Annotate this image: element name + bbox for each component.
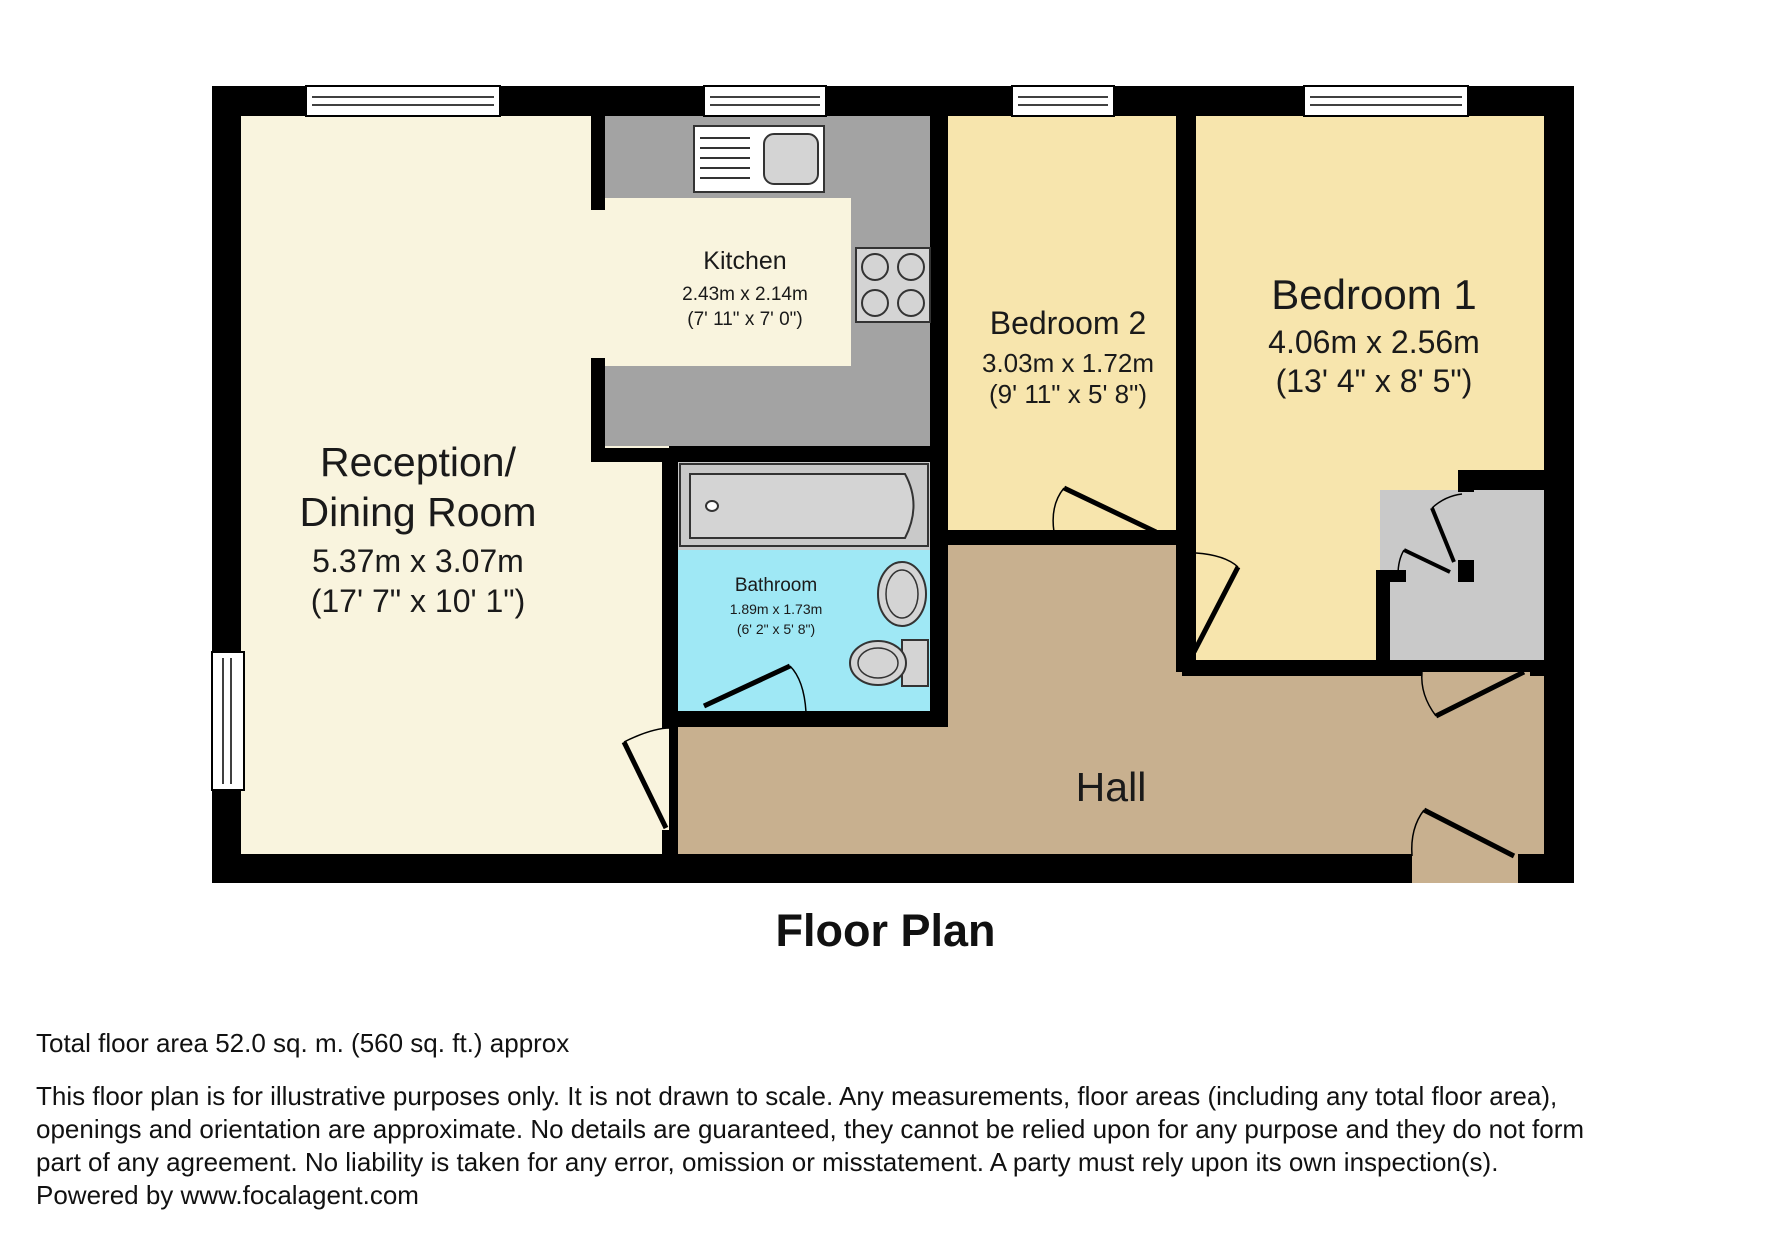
wall-kitchen-left-low bbox=[591, 358, 605, 462]
window-reception-top bbox=[305, 85, 501, 117]
wall-bath-bottom-b bbox=[808, 711, 948, 727]
toilet-icon bbox=[849, 639, 929, 687]
kitchen-metric: 2.43m x 2.14m bbox=[682, 284, 808, 305]
hall-name: Hall bbox=[1076, 764, 1147, 810]
wall-bed-divider bbox=[1176, 116, 1196, 544]
wall-bath-bottom-a bbox=[662, 711, 702, 727]
kitchen-name: Kitchen bbox=[703, 247, 786, 275]
wall-cupboard-inner bbox=[1458, 560, 1474, 582]
total-floor-area: Total floor area 52.0 sq. m. (560 sq. ft… bbox=[36, 1028, 570, 1058]
disclaimer-line: openings and orientation are approximate… bbox=[36, 1114, 1585, 1144]
sink-icon bbox=[693, 125, 825, 193]
bedroom1-imperial: (13' 4" x 8' 5") bbox=[1276, 363, 1473, 399]
disclaimer-line: This floor plan is for illustrative purp… bbox=[36, 1081, 1558, 1111]
window-bedroom2-top bbox=[1011, 85, 1115, 117]
bath-icon bbox=[679, 463, 929, 547]
reception-name-line2: Dining Room bbox=[300, 489, 537, 535]
wall-cupboard-left bbox=[1458, 470, 1474, 492]
bedroom2-name: Bedroom 2 bbox=[990, 305, 1147, 341]
window-bedroom1-top bbox=[1303, 85, 1469, 117]
bedroom2-metric: 3.03m x 1.72m bbox=[982, 348, 1154, 378]
disclaimer-line: part of any agreement. No liability is t… bbox=[36, 1147, 1499, 1177]
wall-kitchen-left bbox=[591, 116, 605, 210]
hall-floor bbox=[678, 545, 1544, 854]
disclaimer: This floor plan is for illustrative purp… bbox=[36, 1080, 1736, 1212]
wall-bath-left bbox=[662, 448, 678, 728]
powered-by: Powered by www.focalagent.com bbox=[36, 1180, 419, 1210]
door-cupboard-a bbox=[1430, 493, 1463, 563]
hob-icon bbox=[855, 247, 931, 323]
wall-cupboard-step bbox=[1376, 570, 1390, 662]
bedroom1-name: Bedroom 1 bbox=[1271, 271, 1476, 318]
entrance-gap bbox=[1412, 854, 1518, 883]
basin-icon bbox=[877, 561, 927, 627]
window-reception-left bbox=[211, 651, 245, 791]
window-kitchen-top bbox=[703, 85, 827, 117]
wall-bed1-bottom bbox=[1182, 660, 1422, 676]
door-bedroom1 bbox=[1191, 552, 1241, 654]
wall-cupboard-top bbox=[1458, 470, 1544, 490]
reception-imperial: (17' 7" x 10' 1") bbox=[311, 583, 526, 619]
kitchen-floor bbox=[605, 198, 851, 366]
wall-reception-door-stub bbox=[662, 830, 678, 854]
bedroom2-floor bbox=[948, 116, 1176, 530]
door-bedroom1-hall bbox=[1421, 669, 1526, 719]
wall-kitchen-right bbox=[930, 116, 948, 727]
bathroom-metric: 1.89m x 1.73m bbox=[730, 601, 823, 617]
reception-ext-floor bbox=[596, 460, 669, 854]
reception-name-line1: Reception/ bbox=[320, 439, 517, 485]
wall-bed1-bottom-b bbox=[1530, 660, 1574, 676]
wall-kitchen-bottom bbox=[591, 448, 930, 462]
door-bedroom2 bbox=[1052, 485, 1158, 535]
bathroom-name: Bathroom bbox=[735, 575, 817, 596]
bedroom2-imperial: (9' 11" x 5' 8") bbox=[989, 379, 1147, 409]
bedroom1-metric: 4.06m x 2.56m bbox=[1268, 324, 1480, 360]
reception-metric: 5.37m x 3.07m bbox=[312, 543, 524, 579]
door-cupboard-b bbox=[1397, 548, 1451, 576]
door-entrance bbox=[1411, 807, 1516, 859]
wall-bed1-stub bbox=[1182, 650, 1196, 676]
bathroom-imperial: (6' 2" x 5' 8") bbox=[737, 621, 815, 637]
door-bathroom bbox=[702, 663, 807, 713]
cupboard-lower bbox=[1390, 582, 1544, 660]
door-reception bbox=[621, 727, 671, 830]
wall-bed2-bottom bbox=[930, 530, 1050, 545]
floor-plan-drawing: Reception/ Dining Room 5.37m x 3.07m (17… bbox=[211, 85, 1574, 883]
wall-cupboard-step-top bbox=[1376, 570, 1406, 582]
kitchen-imperial: (7' 11" x 7' 0") bbox=[687, 309, 802, 330]
floor-plan-title: Floor Plan bbox=[775, 905, 996, 956]
